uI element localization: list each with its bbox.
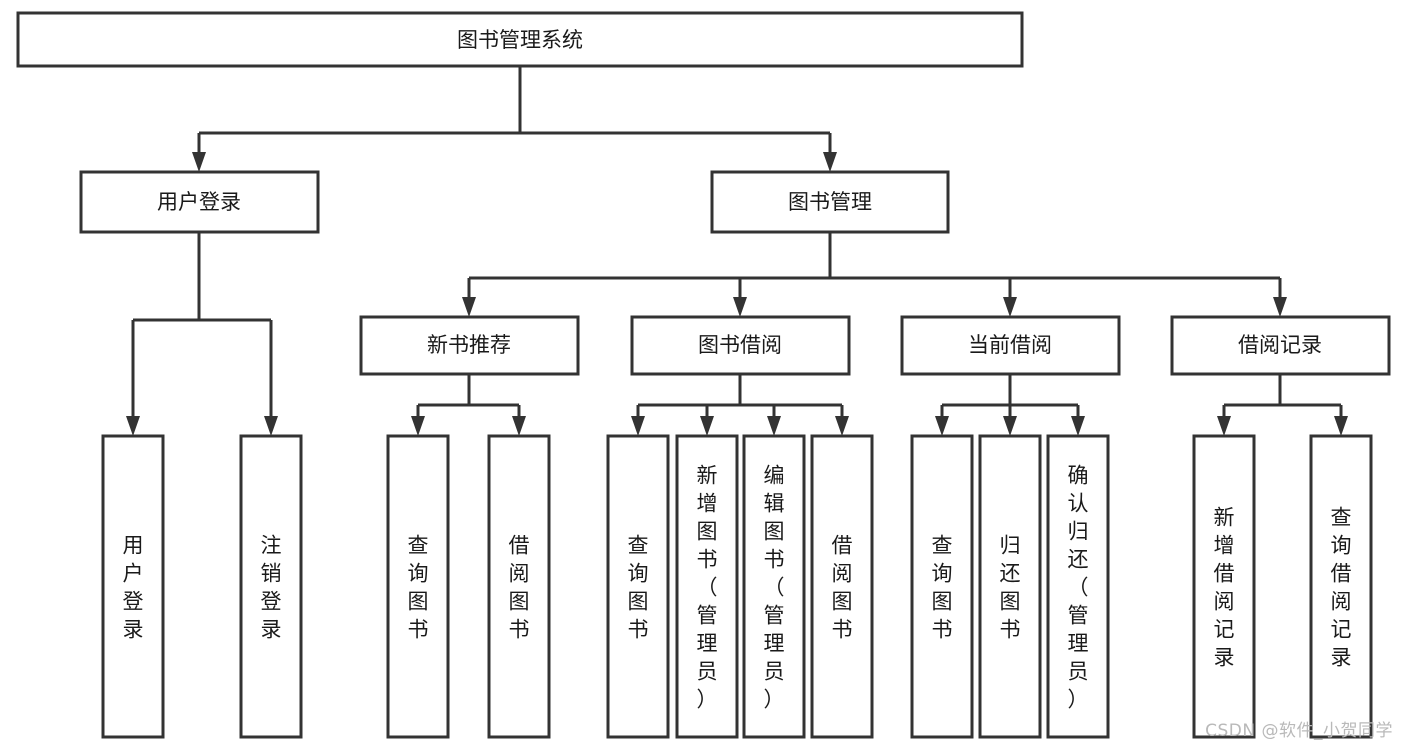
leaf-user-login-label: 用户登录: [123, 533, 144, 641]
leaf-edit-book-admin-box[interactable]: [742, 434, 806, 739]
root-label: 图书管理系统: [457, 28, 583, 52]
new-book-recommend-box[interactable]: [359, 315, 580, 376]
leaf-add-borrow-record-label: 新增借阅记录: [1214, 505, 1235, 669]
leaf-query-book-3-box[interactable]: [910, 434, 974, 739]
arrow-to-leaf-borrow-book-1: [512, 416, 526, 436]
node-leaf-user-login[interactable]: 用户登录: [101, 434, 165, 739]
connector-root-to-level2: [197, 66, 832, 158]
arrow-to-leaf-add-book-admin: [700, 416, 714, 436]
leaf-logout-login-label: 注销登录: [261, 533, 282, 641]
connector-book-borrow-to-leaves: [636, 374, 844, 422]
node-leaf-edit-book-admin[interactable]: 编辑图书（管理员）: [742, 434, 806, 739]
new-book-recommend-label: 新书推荐: [427, 333, 511, 357]
book-manage-box[interactable]: [710, 170, 950, 234]
node-borrow-record[interactable]: 借阅记录: [1170, 315, 1391, 376]
leaf-query-book-1-box[interactable]: [386, 434, 450, 739]
leaf-add-book-admin-label: 新增图书（管理员）: [697, 463, 718, 711]
connector-current-borrow-to-leaves: [940, 374, 1080, 422]
node-leaf-add-book-admin[interactable]: 新增图书（管理员）: [675, 434, 739, 739]
book-borrow-box[interactable]: [630, 315, 851, 376]
arrow-to-leaf-query-book-2: [631, 416, 645, 436]
leaf-user-login-box[interactable]: [101, 434, 165, 739]
user-login-box[interactable]: [79, 170, 320, 234]
leaf-query-book-1-label: 查询图书: [408, 533, 429, 641]
leaf-borrow-book-1-box[interactable]: [487, 434, 551, 739]
arrow-to-leaf-logout-login: [264, 416, 278, 436]
connector-new-book-recommend-to-leaves: [416, 374, 521, 422]
leaf-query-borrow-record-label: 查询借阅记录: [1331, 505, 1352, 669]
arrow-to-new-book-recommend: [462, 297, 476, 317]
arrow-to-leaf-user-login: [126, 416, 140, 436]
node-leaf-confirm-return-admin[interactable]: 确认归还（管理员）: [1046, 434, 1110, 739]
leaf-query-book-2-label: 查询图书: [628, 533, 649, 641]
node-leaf-return-book[interactable]: 归还图书: [978, 434, 1042, 739]
node-leaf-borrow-book-2[interactable]: 借阅图书: [810, 434, 874, 739]
arrow-to-leaf-add-borrow-record: [1217, 416, 1231, 436]
arrow-to-leaf-borrow-book-2: [835, 416, 849, 436]
arrow-to-current-borrow: [1003, 297, 1017, 317]
leaf-return-book-box[interactable]: [978, 434, 1042, 739]
connector-book-manage-to-level3: [467, 232, 1282, 303]
arrow-to-leaf-query-book-3: [935, 416, 949, 436]
leaf-add-borrow-record-box[interactable]: [1192, 434, 1256, 739]
leaf-query-borrow-record-box[interactable]: [1309, 434, 1373, 739]
user-login-label: 用户登录: [157, 190, 241, 214]
leaf-confirm-return-admin-box[interactable]: [1046, 434, 1110, 739]
leaf-borrow-book-2-box[interactable]: [810, 434, 874, 739]
node-current-borrow[interactable]: 当前借阅: [900, 315, 1121, 376]
node-leaf-borrow-book-1[interactable]: 借阅图书: [487, 434, 551, 739]
arrow-to-book-borrow: [733, 297, 747, 317]
node-leaf-query-borrow-record[interactable]: 查询借阅记录: [1309, 434, 1373, 739]
node-leaf-query-book-3[interactable]: 查询图书: [910, 434, 974, 739]
arrow-to-leaf-confirm-return-admin: [1071, 416, 1085, 436]
leaf-add-book-admin-box[interactable]: [675, 434, 739, 739]
arrow-to-borrow-record: [1273, 297, 1287, 317]
borrow-record-box[interactable]: [1170, 315, 1391, 376]
leaf-return-book-label: 归还图书: [1000, 533, 1021, 641]
node-leaf-query-book-2[interactable]: 查询图书: [606, 434, 670, 739]
node-leaf-query-book-1[interactable]: 查询图书: [386, 434, 450, 739]
node-root[interactable]: 图书管理系统: [16, 11, 1024, 68]
node-new-book-recommend[interactable]: 新书推荐: [359, 315, 580, 376]
arrow-to-leaf-return-book: [1003, 416, 1017, 436]
node-user-login[interactable]: 用户登录: [79, 170, 320, 234]
connector-borrow-record-to-leaves: [1222, 374, 1343, 422]
leaf-query-book-3-label: 查询图书: [932, 533, 953, 641]
leaf-borrow-book-1-label: 借阅图书: [509, 533, 530, 641]
arrow-to-user-login: [192, 152, 206, 172]
arrow-to-leaf-query-book-1: [411, 416, 425, 436]
leaf-logout-login-box[interactable]: [239, 434, 303, 739]
leaf-query-book-2-box[interactable]: [606, 434, 670, 739]
arrow-to-leaf-query-borrow-record: [1334, 416, 1348, 436]
arrow-to-leaf-edit-book-admin: [767, 416, 781, 436]
current-borrow-label: 当前借阅: [968, 333, 1052, 357]
root-box[interactable]: [16, 11, 1024, 68]
connector-user-login-to-leaves: [131, 232, 273, 422]
current-borrow-box[interactable]: [900, 315, 1121, 376]
book-borrow-label: 图书借阅: [698, 333, 782, 357]
node-book-manage[interactable]: 图书管理: [710, 170, 950, 234]
leaf-confirm-return-admin-label: 确认归还（管理员）: [1068, 463, 1089, 711]
node-book-borrow[interactable]: 图书借阅: [630, 315, 851, 376]
book-manage-label: 图书管理: [788, 190, 872, 214]
node-leaf-logout-login[interactable]: 注销登录: [239, 434, 303, 739]
connector-layer: [126, 66, 1348, 436]
node-leaf-add-borrow-record[interactable]: 新增借阅记录: [1192, 434, 1256, 739]
leaf-edit-book-admin-label: 编辑图书（管理员）: [764, 463, 785, 711]
leaf-borrow-book-2-label: 借阅图书: [832, 533, 853, 641]
arrow-to-book-manage: [823, 152, 837, 172]
borrow-record-label: 借阅记录: [1238, 333, 1322, 357]
